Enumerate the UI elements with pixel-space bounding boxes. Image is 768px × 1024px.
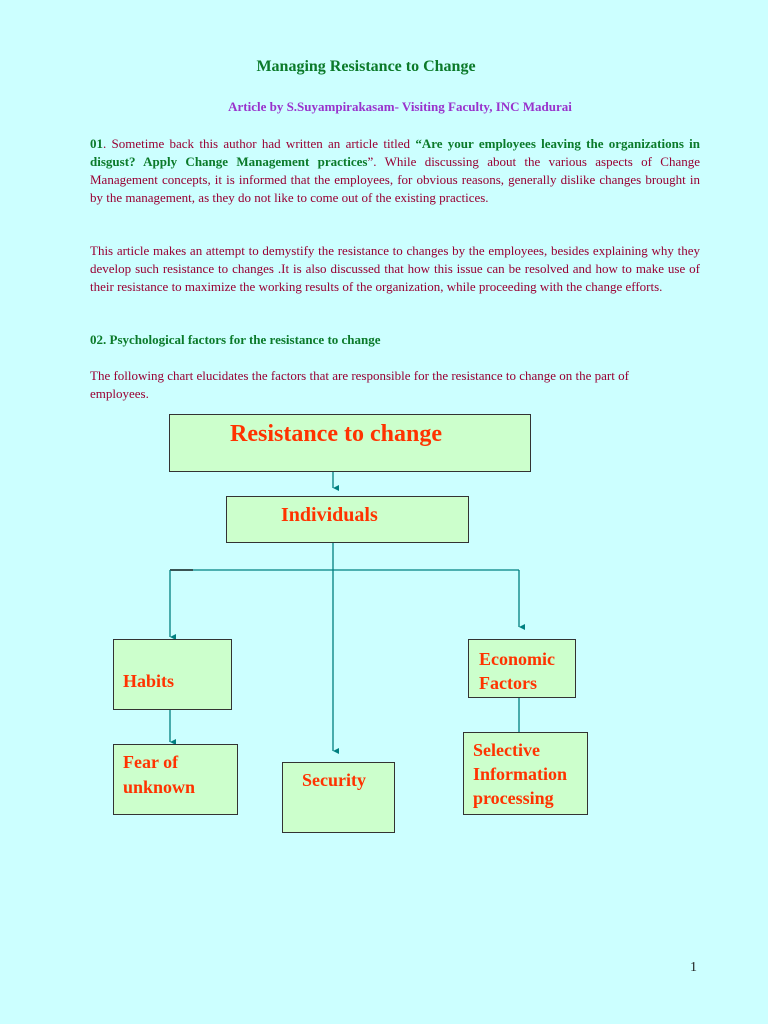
box-fear-of-unknown: Fear of unknown (113, 744, 238, 815)
box-fear-of-unknown-label: Fear of unknown (123, 752, 196, 797)
box-resistance-to-change: Resistance to change (169, 414, 531, 472)
section-heading-02: 02. Psychological factors for the resist… (90, 332, 381, 347)
paragraph-02: This article makes an attempt to demysti… (90, 243, 700, 294)
box-habits-label: Habits (123, 671, 175, 691)
chart-intro-paragraph: The following chart elucidates the facto… (90, 368, 629, 401)
box-individuals: Individuals (226, 496, 469, 543)
document-title: Managing Resistance to Change (256, 58, 476, 75)
paragraph-01-text-b: ”. While discussing about the various as… (90, 154, 700, 205)
box-selective-information-processing: Selective Information processing (463, 732, 588, 815)
box-individuals-label: Individuals (281, 504, 378, 526)
box-selective-label: Selective Information processing (473, 740, 567, 808)
article-title-quote: “Are your employees leaving the organiza… (90, 136, 700, 169)
box-security-label: Security (302, 770, 366, 790)
section-number-01: 01 (90, 136, 103, 151)
box-economic-factors-label: Economic Factors (479, 649, 555, 693)
box-habits: Habits (113, 639, 232, 710)
author-byline: Article by S.Suyampirakasam- Visiting Fa… (228, 99, 572, 114)
paragraph-01: 01. Sometime back this author had writte… (90, 135, 700, 207)
box-security: Security (282, 762, 395, 833)
page-number: 1 (690, 960, 697, 975)
box-economic-factors: Economic Factors (468, 639, 576, 698)
box-resistance-to-change-label: Resistance to change (230, 421, 442, 447)
paragraph-01-text-a: . Sometime back this author had written … (103, 136, 416, 151)
